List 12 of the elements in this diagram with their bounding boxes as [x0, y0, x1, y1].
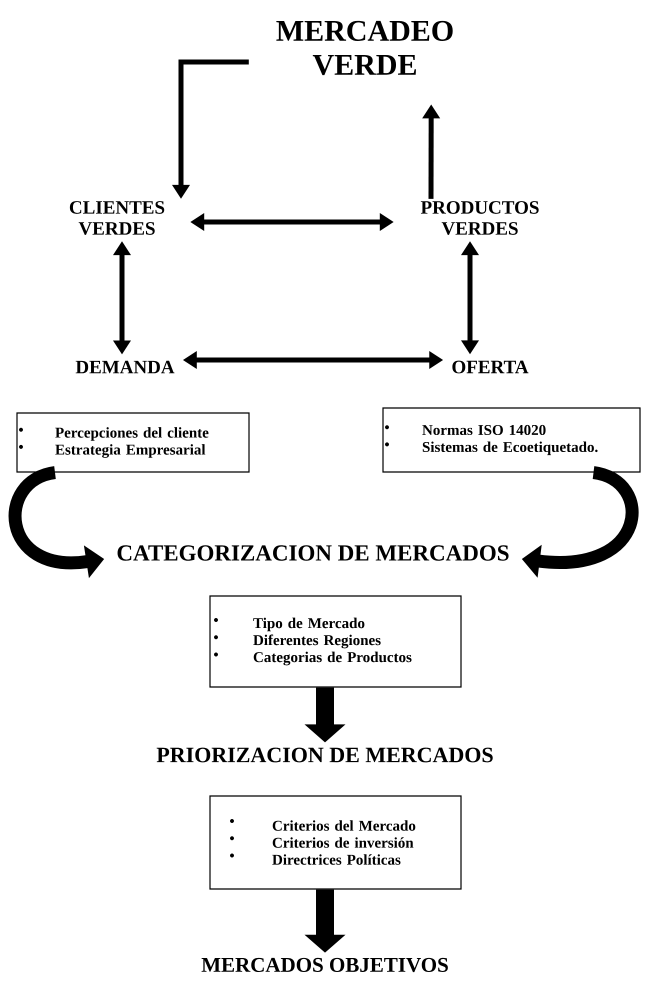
heading-text: CLIENTES VERDES — [70, 201, 164, 235]
heading-text: MERCADOS OBJETIVOS — [202, 958, 448, 972]
heading-text: CATEGORIZACION DE MERCADOS — [118, 545, 509, 561]
heading-text: MERCADEO VERDE — [276, 20, 453, 76]
heading-text: DEMANDA — [76, 360, 174, 374]
list-box: Tipo de Mercado Diferentes Regiones Categorias de Productos — [209, 595, 462, 688]
heading-text: PRODUCTOS VERDES — [420, 201, 539, 235]
list-box: Percepciones del cliente Estrategia Empresarial — [16, 412, 250, 473]
list-box: Normas ISO 14020 Sistemas de Ecoetiquetado. — [382, 407, 641, 473]
list-box: Criterios del Mercado Criterios de inversión Directrices Políticas — [209, 795, 462, 890]
heading-text: PRIORIZACION DE MERCADOS — [156, 748, 493, 762]
heading-text: OFERTA — [452, 360, 528, 374]
